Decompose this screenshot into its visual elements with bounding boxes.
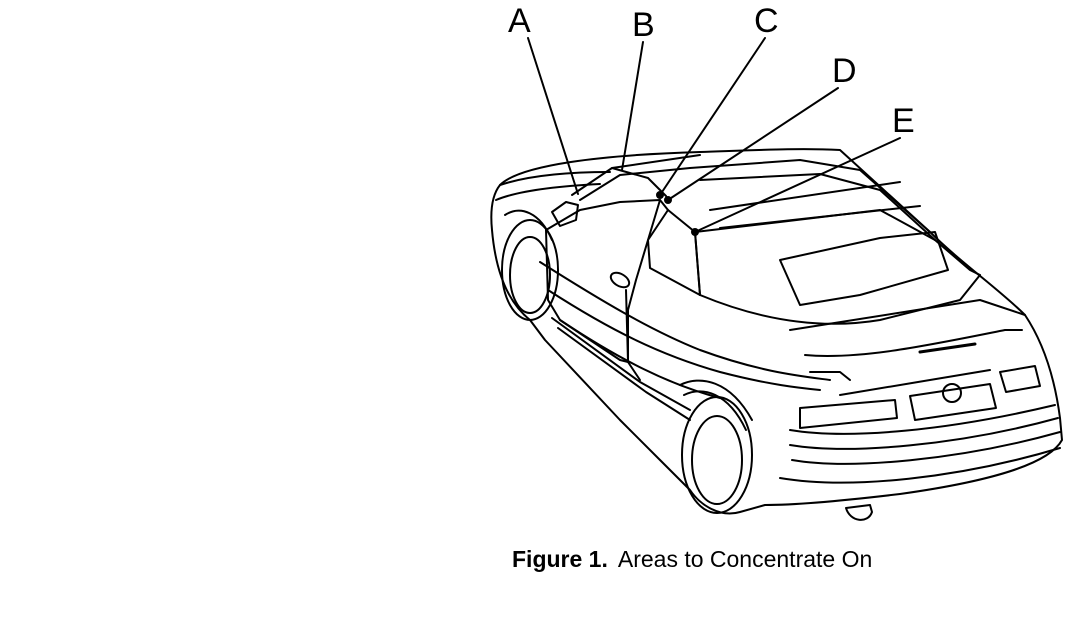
front-wheel (501, 209, 559, 321)
callout-a: A (508, 2, 531, 40)
leader-dot-c (656, 191, 664, 199)
figure-caption-text: Areas to Concentrate On (617, 546, 873, 572)
callout-e: E (892, 102, 915, 140)
car-body (490, 148, 1063, 521)
figure-number: Figure 1. (512, 546, 608, 572)
leader-c (659, 37, 766, 196)
leader-d (667, 87, 839, 201)
callout-c: C (754, 2, 779, 40)
leader-dot-d (664, 196, 672, 204)
leader-b (621, 41, 644, 171)
leader-a (527, 37, 579, 195)
callout-b: B (632, 6, 655, 44)
callout-d: D (832, 52, 857, 90)
figure-caption: Figure 1. Areas to Concentrate On (512, 546, 872, 573)
leader-dot-e (691, 228, 699, 236)
leader-e (694, 137, 901, 233)
callout-leaders (527, 37, 901, 236)
rear-wheel (679, 379, 753, 514)
